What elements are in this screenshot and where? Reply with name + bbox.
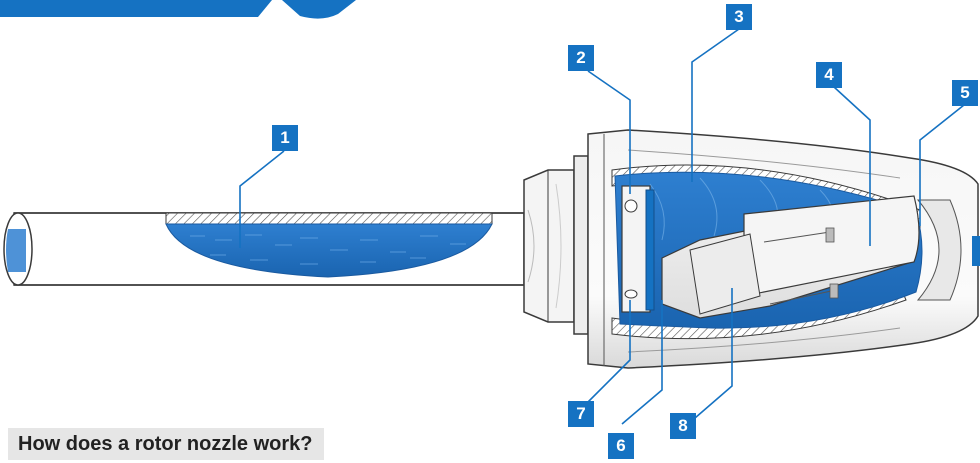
callout-1: 1	[272, 125, 298, 151]
callout-3: 3	[726, 4, 752, 30]
leader-4	[833, 86, 871, 246]
inlet-disc	[621, 185, 655, 313]
leader-8	[694, 288, 733, 419]
banner-fragment	[0, 0, 356, 19]
leader-3	[691, 28, 740, 182]
callout-2: 2	[568, 45, 594, 71]
leader-6	[621, 300, 663, 425]
rotor	[661, 195, 920, 319]
hex-nut	[523, 155, 589, 335]
leader-lines	[239, 28, 965, 425]
callout-7: 7	[568, 401, 594, 427]
leader-7	[583, 300, 631, 407]
callout-4: 4	[816, 62, 842, 88]
lance-pipe	[3, 212, 525, 286]
leader-2	[587, 70, 631, 194]
water-in-pipe	[165, 223, 493, 278]
callout-8: 8	[670, 413, 696, 439]
callout-5: 5	[952, 80, 978, 106]
leader-5	[919, 104, 965, 226]
nozzle-tip	[916, 199, 962, 301]
pipe-wall-cutaway	[165, 212, 493, 225]
callout-6: 6	[608, 433, 634, 459]
leader-1	[239, 150, 285, 248]
diagram-caption: How does a rotor nozzle work?	[8, 428, 325, 460]
